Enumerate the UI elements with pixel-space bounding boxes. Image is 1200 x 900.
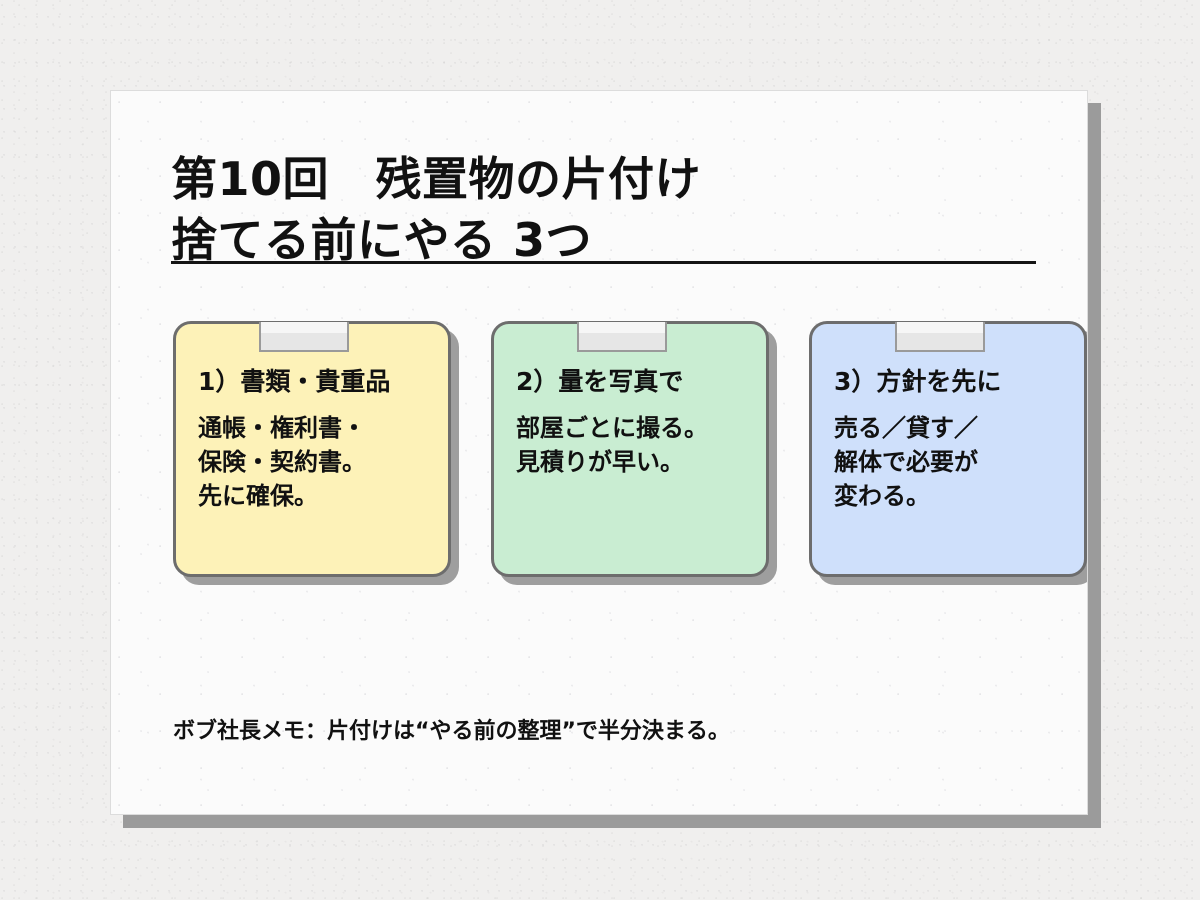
footer-note: ボブ社長メモ：片付けは“やる前の整理”で半分決まる。 bbox=[173, 719, 730, 744]
card-2-heading: 2）量を写真で bbox=[516, 367, 684, 396]
card-2-line-1: 部屋ごとに撮る。 bbox=[516, 414, 708, 443]
card-3-line-2: 解体で必要が bbox=[834, 448, 978, 477]
card-1[interactable]: 1）書類・貴重品 通帳・権利書・ 保険・契約書。 先に確保。 bbox=[173, 321, 459, 585]
card-row: 1）書類・貴重品 通帳・権利書・ 保険・契約書。 先に確保。 2）量を写真で 部… bbox=[173, 321, 1087, 587]
card-1-surface[interactable]: 1）書類・貴重品 通帳・権利書・ 保険・契約書。 先に確保。 bbox=[173, 321, 451, 577]
title-line-2: 捨てる前にやる 3つ bbox=[171, 212, 593, 267]
slide-title: 第10回 残置物の片付け 捨てる前にやる 3つ bbox=[171, 149, 1051, 270]
card-1-line-3: 先に確保。 bbox=[198, 482, 318, 511]
card-3-line-3: 変わる。 bbox=[834, 482, 930, 511]
card-2-surface[interactable]: 2）量を写真で 部屋ごとに撮る。 見積りが早い。 bbox=[491, 321, 769, 577]
card-1-line-1: 通帳・権利書・ bbox=[198, 414, 366, 443]
card-1-body: 1）書類・貴重品 通帳・権利書・ 保険・契約書。 先に確保。 bbox=[198, 366, 434, 513]
card-3-body: 3）方針を先に 売る／貸す／ 解体で必要が 変わる。 bbox=[834, 366, 1070, 513]
card-3[interactable]: 3）方針を先に 売る／貸す／ 解体で必要が 変わる。 bbox=[809, 321, 1087, 585]
folder-tab-icon bbox=[895, 322, 985, 352]
card-3-line-1: 売る／貸す／ bbox=[834, 414, 978, 443]
card-3-surface[interactable]: 3）方針を先に 売る／貸す／ 解体で必要が 変わる。 bbox=[809, 321, 1087, 577]
card-1-heading: 1）書類・貴重品 bbox=[198, 367, 391, 396]
title-line-1: 第10回 残置物の片付け bbox=[171, 152, 702, 206]
card-3-heading: 3）方針を先に bbox=[834, 367, 1002, 396]
slide-canvas: 第10回 残置物の片付け 捨てる前にやる 3つ 1）書類・貴重品 通帳・権利書・… bbox=[110, 90, 1088, 815]
folder-tab-icon bbox=[577, 322, 667, 352]
card-2[interactable]: 2）量を写真で 部屋ごとに撮る。 見積りが早い。 bbox=[491, 321, 777, 585]
card-2-body: 2）量を写真で 部屋ごとに撮る。 見積りが早い。 bbox=[516, 366, 752, 479]
card-1-line-2: 保険・契約書。 bbox=[198, 448, 366, 477]
folder-tab-icon bbox=[259, 322, 349, 352]
card-2-line-2: 見積りが早い。 bbox=[516, 448, 684, 477]
title-underline-rule bbox=[171, 261, 1036, 264]
